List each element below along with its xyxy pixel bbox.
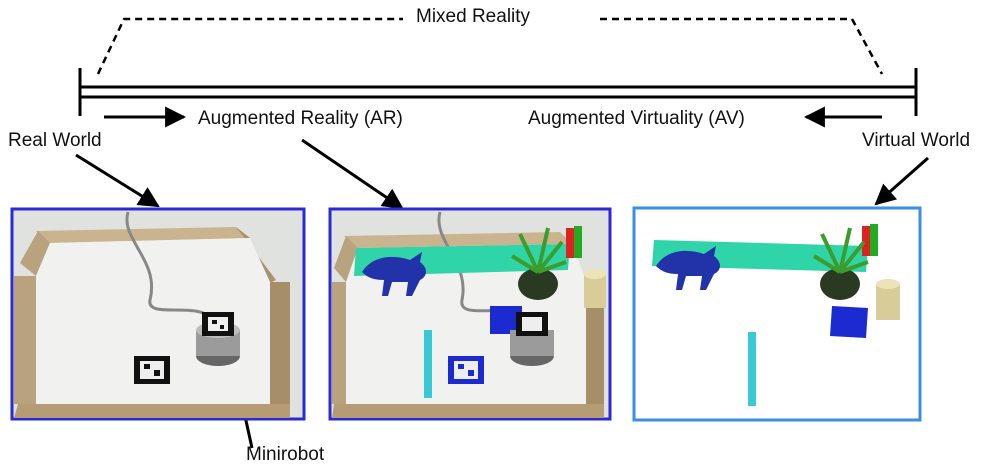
virtual-world-label: Virtual World [862, 130, 971, 151]
plant-icon [812, 227, 869, 300]
mixed-reality-label: Mixed Reality [416, 6, 531, 27]
virtual-world-pointer-arrow [874, 156, 929, 206]
minirobot-label: Minirobot [246, 444, 325, 465]
mixed-reality-bracket-right [600, 17, 884, 75]
cylinder-icon [876, 279, 900, 320]
minirobot-icon [510, 312, 554, 366]
minirobot-icon [196, 312, 240, 366]
real-world-label: Real World [8, 130, 102, 151]
augmented-reality-view [328, 207, 612, 421]
marker-icon [134, 356, 170, 384]
mixed-reality-bracket-left [96, 17, 403, 75]
plant-icon [510, 227, 567, 300]
cyan-post-icon [748, 332, 756, 406]
real-world-pointer-arrow [75, 153, 160, 208]
ar-pointer-arrow [301, 138, 404, 210]
cylinder-icon [584, 269, 606, 308]
cyan-post-icon [424, 330, 432, 398]
virtual-world-render [632, 206, 922, 422]
tray-icon [14, 227, 290, 418]
cable-icon [125, 211, 214, 321]
augmented-virtuality-label: Augmented Virtuality (AV) [528, 108, 745, 129]
blue-box-icon [830, 306, 868, 338]
real-world-photo [10, 207, 306, 421]
augmented-reality-label: Augmented Reality (AR) [198, 108, 403, 129]
blue-box-icon [490, 306, 522, 334]
marker-icon [448, 356, 484, 384]
